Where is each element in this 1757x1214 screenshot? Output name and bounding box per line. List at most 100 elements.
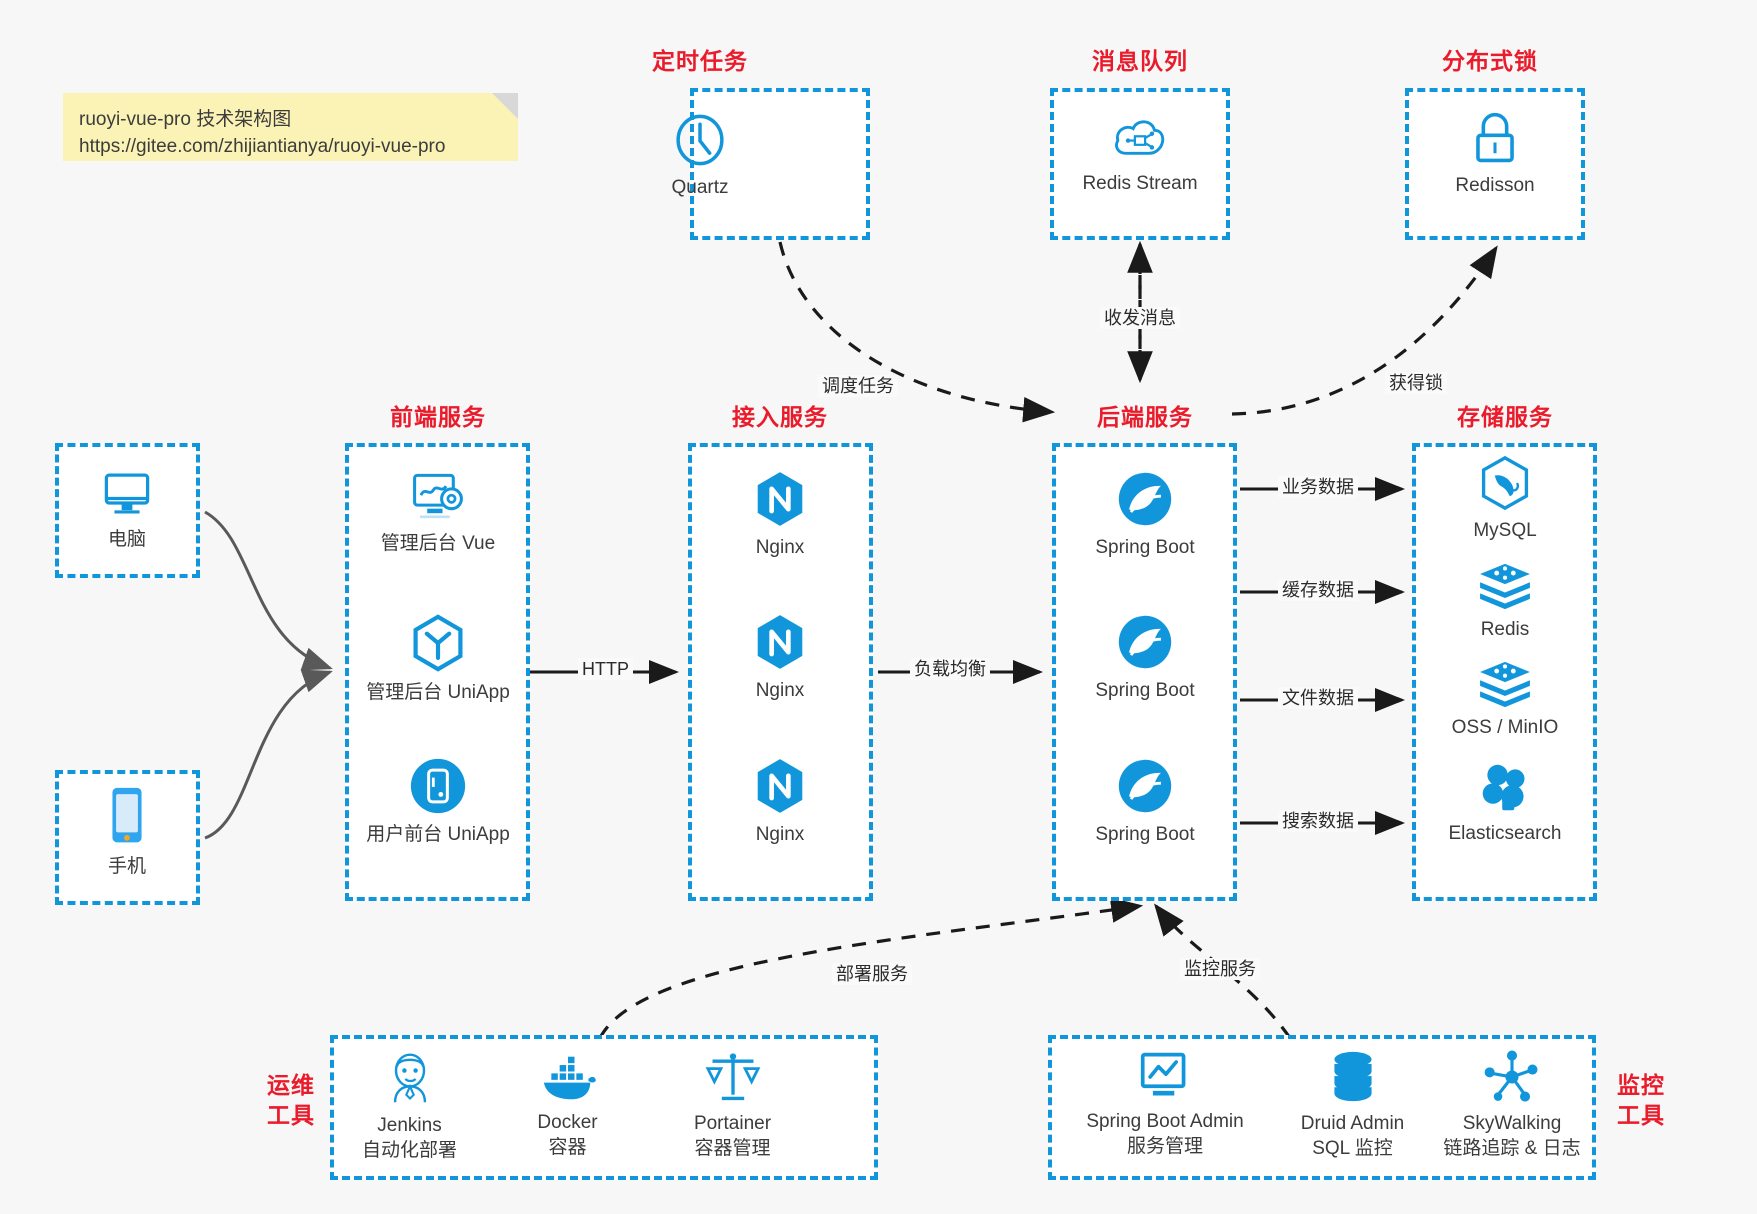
node-mysql[interactable]: MySQL xyxy=(1410,455,1600,543)
node-user-uniapp[interactable]: 用户前台 UniApp xyxy=(343,757,533,847)
node-desktop[interactable]: 电脑 xyxy=(32,468,222,552)
node-nginx-2[interactable]: Nginx xyxy=(685,613,875,703)
node-label: Docker xyxy=(537,1112,598,1133)
node-label: SkyWalking xyxy=(1462,1113,1562,1134)
monitoring-title-line2: 工具 xyxy=(1617,1102,1665,1128)
node-oss-minio[interactable]: OSS / MinIO xyxy=(1410,660,1600,740)
group-title-monitoring: 监控 工具 xyxy=(1608,1070,1674,1130)
node-jenkins[interactable]: Jenkins 自动化部署 xyxy=(322,1050,497,1164)
spring-boot-icon xyxy=(1050,470,1240,528)
clock-icon xyxy=(605,112,795,168)
edge-label-acquire-lock: 获得锁 xyxy=(1385,372,1447,394)
dashboard-settings-icon xyxy=(343,470,533,524)
docker-whale-icon xyxy=(480,1053,655,1103)
devops-title-line2: 工具 xyxy=(267,1102,315,1128)
node-sublabel: 容器 xyxy=(548,1137,587,1158)
group-title-frontend: 前端服务 xyxy=(390,404,486,430)
node-nginx-1[interactable]: Nginx xyxy=(685,470,875,560)
portainer-scales-icon xyxy=(645,1050,820,1104)
node-label: Portainer xyxy=(693,1113,772,1134)
database-cylinder-icon xyxy=(1260,1050,1445,1104)
group-box-monitoring xyxy=(1048,1035,1596,1180)
node-spring-boot-1[interactable]: Spring Boot xyxy=(1050,470,1240,560)
node-portainer[interactable]: Portainer 容器管理 xyxy=(645,1050,820,1162)
nginx-icon xyxy=(685,613,875,671)
node-sublabel: 容器管理 xyxy=(694,1138,771,1159)
edge-label-deploy-service: 部署服务 xyxy=(832,963,912,985)
node-label: Spring Boot xyxy=(1095,824,1195,845)
group-title-storage: 存储服务 xyxy=(1457,404,1553,430)
node-sublabel: SQL 监控 xyxy=(1312,1138,1393,1159)
node-label: Elasticsearch xyxy=(1448,823,1562,844)
edge-label-schedule-task: 调度任务 xyxy=(818,375,898,397)
node-label: Redis Stream xyxy=(1082,173,1198,194)
node-spring-boot-2[interactable]: Spring Boot xyxy=(1050,613,1240,703)
wire-mobile-to-frontend xyxy=(204,669,333,840)
monitor-chart-icon xyxy=(1060,1050,1270,1102)
spring-boot-icon xyxy=(1050,613,1240,671)
jenkins-butler-icon xyxy=(322,1050,497,1106)
note-title: ruoyi-vue-pro 技术架构图 xyxy=(79,109,292,130)
edge-label-http: HTTP xyxy=(578,658,633,680)
group-box-devops xyxy=(330,1035,878,1180)
node-druid-admin[interactable]: Druid Admin SQL 监控 xyxy=(1260,1050,1445,1162)
node-label: MySQL xyxy=(1473,520,1537,541)
node-label: Redisson xyxy=(1455,175,1535,196)
node-label: 手机 xyxy=(107,856,146,877)
node-label: 管理后台 UniApp xyxy=(366,682,510,703)
wire-acquire-lock xyxy=(1231,245,1498,416)
node-elasticsearch[interactable]: Elasticsearch xyxy=(1410,762,1600,846)
node-label: 用户前台 UniApp xyxy=(366,824,510,845)
node-sublabel: 链路追踪 & 日志 xyxy=(1443,1138,1581,1159)
edge-label-search-data: 搜索数据 xyxy=(1278,810,1358,832)
node-redis-stream[interactable]: Redis Stream xyxy=(1045,112,1235,196)
edge-label-monitor-service: 监控服务 xyxy=(1180,958,1260,980)
elasticsearch-icon xyxy=(1410,762,1600,814)
node-label: Spring Boot Admin xyxy=(1086,1111,1244,1132)
edge-label-send-receive-message: 收发消息 xyxy=(1100,307,1180,329)
uniapp-cube-icon xyxy=(343,613,533,673)
node-label: Druid Admin xyxy=(1300,1113,1405,1134)
node-redisson[interactable]: Redisson xyxy=(1400,110,1590,198)
node-label: 电脑 xyxy=(107,529,146,550)
node-spring-boot-3[interactable]: Spring Boot xyxy=(1050,757,1240,847)
redis-stack-icon xyxy=(1410,562,1600,610)
group-box-distributed-lock xyxy=(1405,88,1585,240)
lock-icon xyxy=(1400,110,1590,166)
node-nginx-3[interactable]: Nginx xyxy=(685,757,875,847)
devops-title-line1: 运维 xyxy=(267,1072,315,1098)
group-box-message-queue xyxy=(1050,88,1230,240)
node-docker[interactable]: Docker 容器 xyxy=(480,1053,655,1161)
note-fold-corner xyxy=(492,93,518,119)
node-redis[interactable]: Redis xyxy=(1410,562,1600,642)
node-skywalking[interactable]: SkyWalking 链路追踪 & 日志 xyxy=(1412,1050,1612,1162)
node-label: Spring Boot xyxy=(1095,537,1195,558)
edge-label-load-balance: 负载均衡 xyxy=(910,658,990,680)
monitoring-title-line1: 监控 xyxy=(1617,1072,1665,1098)
mysql-dolphin-icon xyxy=(1410,455,1600,511)
mobile-app-icon xyxy=(343,757,533,815)
edge-label-file-data: 文件数据 xyxy=(1278,687,1358,709)
node-label: Spring Boot xyxy=(1095,680,1195,701)
group-title-scheduler: 定时任务 xyxy=(652,48,748,74)
group-title-backend: 后端服务 xyxy=(1097,404,1193,430)
node-admin-vue[interactable]: 管理后台 Vue xyxy=(343,470,533,556)
group-title-message-queue: 消息队列 xyxy=(1092,48,1188,74)
node-label: Nginx xyxy=(755,680,805,701)
node-label: Nginx xyxy=(755,537,805,558)
group-title-gateway: 接入服务 xyxy=(732,404,828,430)
node-label: Jenkins xyxy=(377,1115,442,1136)
node-admin-uniapp[interactable]: 管理后台 UniApp xyxy=(343,613,533,705)
node-label: OSS / MinIO xyxy=(1451,717,1559,738)
group-box-scheduler xyxy=(690,88,870,240)
group-box-frontend xyxy=(345,443,530,901)
info-note: ruoyi-vue-pro 技术架构图 https://gitee.com/zh… xyxy=(63,93,518,161)
skywalking-network-icon xyxy=(1412,1050,1612,1104)
spring-boot-icon xyxy=(1050,757,1240,815)
node-label: Nginx xyxy=(755,824,805,845)
nginx-icon xyxy=(685,470,875,528)
node-mobile[interactable]: 手机 xyxy=(32,785,222,879)
node-quartz[interactable]: Quartz xyxy=(605,112,795,200)
node-spring-boot-admin[interactable]: Spring Boot Admin 服务管理 xyxy=(1060,1050,1270,1160)
